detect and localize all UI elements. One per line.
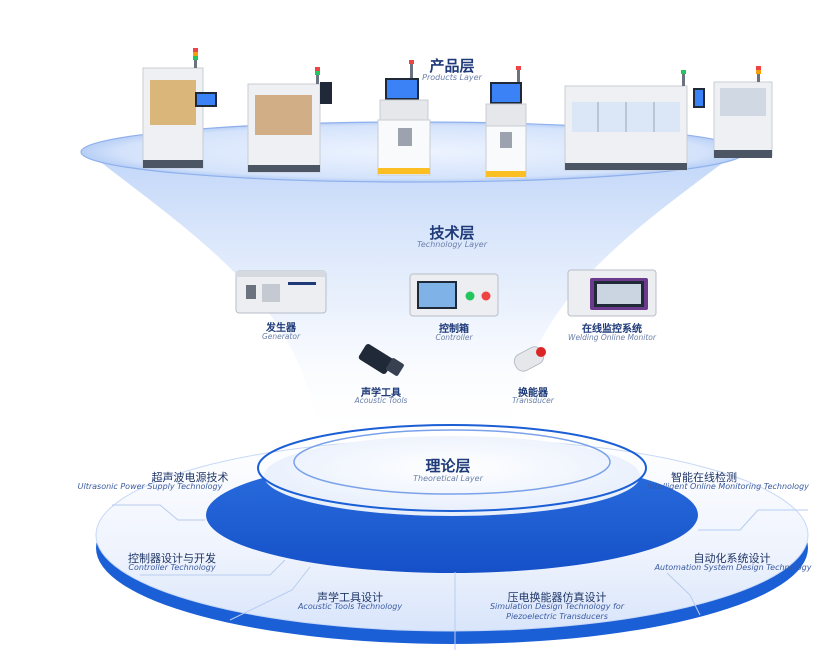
technology-layer-title: 技术层	[429, 224, 475, 242]
theoretical-layer-subtitle: Theoretical Layer	[413, 474, 483, 483]
generator-device	[235, 270, 327, 314]
acoustic-tool-device	[358, 344, 404, 376]
technology-layer-subtitle: Technology Layer	[416, 240, 488, 249]
base-center	[264, 436, 640, 516]
center-inner-outline	[293, 429, 611, 495]
center-outline	[257, 424, 647, 512]
tech-label-transducer-en: Transducer	[512, 396, 554, 405]
machine-1	[142, 48, 217, 169]
theory-label-acoustic-tools: 声学工具设计	[317, 591, 383, 604]
tech-devices	[235, 269, 657, 376]
theoretical-layer-title: 理论层	[425, 457, 471, 475]
theory-label-automation-en: Automation System Design Technology	[654, 563, 812, 572]
machine-6	[713, 66, 773, 158]
products-layer-title: 产品层	[429, 57, 475, 75]
tech-label-generator: 发生器	[266, 323, 296, 334]
segment-dividers	[112, 504, 808, 650]
tech-label-monitor-en: Welding Online Monitor	[568, 333, 656, 342]
machine-4	[485, 66, 527, 179]
machine-3	[377, 60, 431, 176]
monitor-device	[567, 269, 657, 317]
tech-label-acoustic-tools-en: Acoustic Tools	[354, 396, 408, 405]
transducer-device	[513, 346, 546, 372]
machine-2	[247, 67, 332, 173]
theory-label-controller-en: Controller Technology	[128, 563, 216, 572]
tech-label-controller: 控制箱	[439, 324, 469, 335]
tech-label-controller-en: Controller	[435, 333, 473, 342]
theory-label-transducer-sim-en2: Piezoelectric Transducers	[506, 612, 608, 621]
theory-label-online-monitoring-en: Intelligent Online Monitoring Technology	[647, 482, 809, 491]
controller-device	[409, 273, 499, 317]
theory-label-power-supply: 超声波电源技术	[151, 471, 229, 484]
theory-label-acoustic-tools-en: Acoustic Tools Technology	[297, 602, 403, 611]
tech-label-monitor: 在线监控系统	[582, 324, 642, 335]
products-layer-subtitle: Products Layer	[422, 73, 482, 82]
theory-label-transducer-sim: 压电换能器仿真设计	[507, 591, 607, 604]
machine-5	[564, 70, 705, 171]
theory-label-controller: 控制器设计与开发	[128, 552, 216, 565]
tech-label-generator-en: Generator	[261, 332, 301, 341]
tech-label-transducer: 换能器	[518, 388, 548, 399]
theory-label-power-supply-en: Ultrasonic Power Supply Technology	[77, 482, 223, 491]
tech-label-acoustic-tools: 声学工具	[361, 388, 401, 399]
theory-label-transducer-sim-en: Simulation Design Technology for	[489, 602, 625, 611]
theory-label-online-monitoring: 智能在线检测	[671, 471, 737, 484]
product-machines	[142, 48, 773, 179]
theory-label-automation: 自动化系统设计	[693, 552, 771, 565]
